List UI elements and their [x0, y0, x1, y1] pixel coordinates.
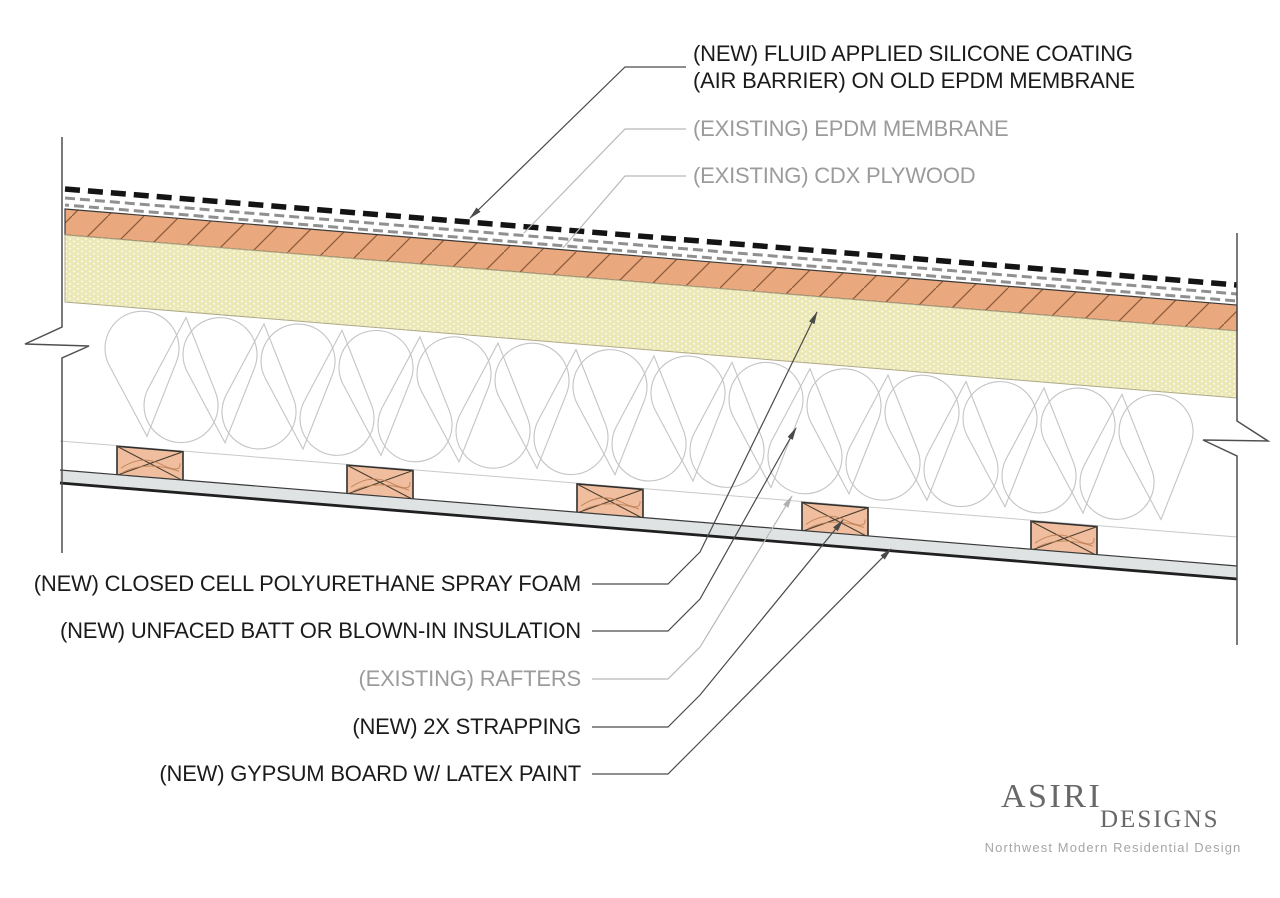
batt-loop-up — [377, 335, 453, 463]
batt-loop-up — [533, 348, 609, 476]
break-line-left — [24, 137, 90, 553]
strapping-block-wood-grain — [1034, 534, 1095, 545]
strapping-block — [116, 445, 184, 482]
batt-loop-up — [611, 354, 687, 482]
batt-loop-down — [572, 349, 648, 477]
batt-loop-up — [845, 373, 921, 501]
break-line-right — [1202, 233, 1271, 645]
batt-loop-up — [299, 328, 375, 456]
leader-spray-foam — [592, 311, 818, 585]
batt-loop-down — [884, 374, 960, 502]
silicone-coating-line — [64, 186, 1238, 288]
logo-tagline: Northwest Modern Residential Design — [985, 840, 1242, 855]
batt-loop-down — [962, 381, 1038, 509]
batt-loop-down — [1040, 387, 1116, 515]
label-strapping: (NEW) 2X STRAPPING — [352, 714, 581, 739]
callout-labels: (NEW) FLUID APPLIED SILICONE COATING (AI… — [34, 41, 1135, 786]
batt-loop-up — [689, 360, 765, 488]
leader-gypsum-board — [592, 548, 892, 775]
gypsum-board-body — [60, 470, 1237, 579]
batt-loop-up — [1001, 386, 1077, 514]
epdm-membrane-line-1 — [64, 196, 1238, 296]
strapping-block-wood-grain — [580, 497, 641, 508]
strapping-blocks — [116, 445, 1098, 557]
label-epdm-membrane: (EXISTING) EPDM MEMBRANE — [693, 116, 1008, 141]
leader-rafters — [592, 495, 793, 680]
batt-loop-up — [923, 380, 999, 508]
strapping-block-x-mark — [1030, 526, 1098, 551]
strapping-block — [1030, 520, 1098, 557]
strapping-block-x-mark — [346, 470, 414, 495]
batt-loop-down — [650, 355, 726, 483]
strapping-block-wood-grain — [805, 515, 866, 526]
batt-loop-down — [104, 310, 180, 438]
strapping-block-wood-grain — [582, 503, 640, 511]
roof-assembly-layers — [64, 186, 1238, 399]
logo-name: ASIRI — [1001, 778, 1102, 815]
strapping-block-wood-grain — [352, 484, 410, 492]
label-silicone-coating-line1: (NEW) FLUID APPLIED SILICONE COATING — [693, 41, 1133, 66]
leader-strapping — [592, 519, 844, 728]
batt-loop-down — [338, 329, 414, 457]
leader-cdx-plywood — [562, 175, 686, 249]
batt-loop-down — [182, 317, 258, 445]
label-spray-foam: (NEW) CLOSED CELL POLYURETHANE SPRAY FOA… — [34, 571, 581, 596]
batt-loop-down — [806, 368, 882, 496]
strapping-block — [346, 464, 414, 501]
batt-loop-down — [494, 342, 570, 470]
strapping-block — [576, 483, 644, 520]
batt-loop-up — [455, 341, 531, 469]
label-silicone-coating-line2: (AIR BARRIER) ON OLD EPDM MEMBRANE — [693, 68, 1135, 93]
batt-loop-up — [221, 322, 297, 450]
batt-loop-up — [767, 367, 843, 495]
label-rafters: (EXISTING) RAFTERS — [358, 666, 581, 691]
strapping-block-wood-grain — [1036, 540, 1094, 548]
batt-loop-up — [143, 316, 219, 444]
rafter-underside-line — [59, 440, 1238, 538]
batt-loop-down — [260, 323, 336, 451]
strapping-block-wood-grain — [122, 465, 180, 473]
gypsum-board-bottom-edge — [59, 481, 1238, 581]
batt-loop-down — [728, 361, 804, 489]
batt-loop-down — [416, 336, 492, 464]
leader-batt-insulation — [592, 427, 797, 632]
strapping-block-wood-grain — [350, 478, 411, 489]
epdm-membrane-line-2 — [64, 203, 1238, 303]
leader-epdm-membrane — [523, 128, 686, 234]
label-cdx-plywood: (EXISTING) CDX PLYWOOD — [693, 163, 975, 188]
label-batt-insulation: (NEW) UNFACED BATT OR BLOWN-IN INSULATIO… — [60, 618, 581, 643]
batt-loop-up — [1079, 392, 1155, 520]
strapping-block-wood-grain — [120, 459, 181, 470]
leader-lines — [469, 66, 892, 775]
gypsum-board-top-edge — [59, 469, 1238, 567]
gypsum-board-layer — [59, 469, 1238, 581]
label-gypsum-board: (NEW) GYPSUM BOARD W/ LATEX PAINT — [159, 761, 581, 786]
strapping-block-x-mark — [116, 451, 184, 476]
batt-loop-down — [1118, 393, 1194, 521]
section-break-lines — [24, 137, 1271, 645]
logo-suffix: DESIGNS — [1100, 806, 1220, 833]
batt-insulation-loops — [104, 310, 1194, 521]
leader-silicone-coating — [469, 66, 686, 219]
strapping-block-x-mark — [576, 488, 644, 514]
asiri-designs-logo: ASIRI DESIGNS Northwest Modern Residenti… — [985, 778, 1242, 855]
